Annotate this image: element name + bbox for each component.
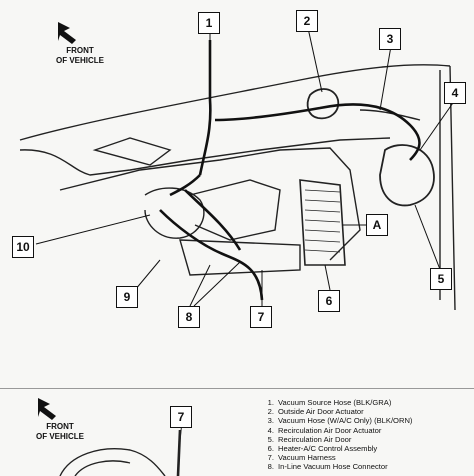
legend-text: Recirculation Air Door Actuator: [278, 425, 382, 435]
front-label-line2: OF VEHICLE: [55, 56, 104, 65]
legend-item: 7. Vacuum Harness: [262, 453, 472, 462]
callout-10: 10: [12, 236, 34, 258]
legend-item: 8. In-Line Vacuum Hose Connector: [262, 462, 472, 471]
callout-2: 2: [296, 10, 318, 32]
front-label-bottom-line2: OF VEHICLE: [35, 432, 84, 441]
dashboard-outline: [19, 64, 456, 311]
front-label-bottom-line1: FRONT: [46, 422, 74, 431]
legend-item: 1. Vacuum Source Hose (BLK/GRA): [262, 398, 472, 407]
front-arrow-bottom: [38, 398, 56, 420]
legend-num: 2.: [267, 407, 274, 417]
callout-6: 6: [318, 290, 340, 312]
legend-num: 7.: [267, 453, 274, 463]
legend-text: Vacuum Hose (W/A/C Only) (BLK/ORN): [278, 416, 413, 426]
inset-divider: [0, 388, 474, 389]
legend-text: Vacuum Harness: [278, 453, 336, 463]
legend-item: 6. Heater-A/C Control Assembly: [262, 444, 472, 453]
callout-a: A: [366, 214, 388, 236]
legend-num: 6.: [267, 444, 274, 454]
vacuum-hoses: [159, 40, 421, 301]
legend-num: 5.: [267, 434, 274, 444]
legend-item: 4. Recirculation Air Door Actuator: [262, 426, 472, 435]
legend-text: Outside Air Door Actuator: [278, 407, 364, 417]
front-of-vehicle-label-top: FRONT OF VEHICLE: [40, 46, 120, 66]
callout-9: 9: [116, 286, 138, 308]
legend-item: 3. Vacuum Hose (W/A/C Only) (BLK/ORN): [262, 416, 472, 425]
legend-text: Heater-A/C Control Assembly: [278, 444, 378, 454]
front-arrow-top: [58, 22, 76, 44]
callout-3: 3: [379, 28, 401, 50]
callout-8: 8: [178, 306, 200, 328]
legend-item: 5. Recirculation Air Door: [262, 435, 472, 444]
front-of-vehicle-label-bottom: FRONT OF VEHICLE: [20, 422, 100, 442]
legend-text: Vacuum Source Hose (BLK/GRA): [278, 398, 392, 407]
legend-text: Recirculation Air Door: [278, 434, 352, 444]
legend-num: 4.: [267, 425, 274, 435]
callout-7: 7: [250, 306, 272, 328]
leader-lines: [35, 27, 456, 307]
legend-num: 3.: [267, 416, 274, 426]
legend-item: 2. Outside Air Door Actuator: [262, 407, 472, 416]
legend-num: 8.: [267, 462, 274, 472]
callout-4: 4: [444, 82, 466, 104]
legend-num: 1.: [267, 398, 274, 407]
front-label-line1: FRONT: [66, 46, 94, 55]
callout-1: 1: [198, 12, 220, 34]
inset-outline: [59, 421, 183, 476]
callout-7-inset: 7: [170, 406, 192, 428]
callout-5: 5: [430, 268, 452, 290]
parts-legend: 1. Vacuum Source Hose (BLK/GRA) 2. Outside…: [262, 398, 472, 472]
legend-text: In-Line Vacuum Hose Connector: [278, 462, 388, 472]
